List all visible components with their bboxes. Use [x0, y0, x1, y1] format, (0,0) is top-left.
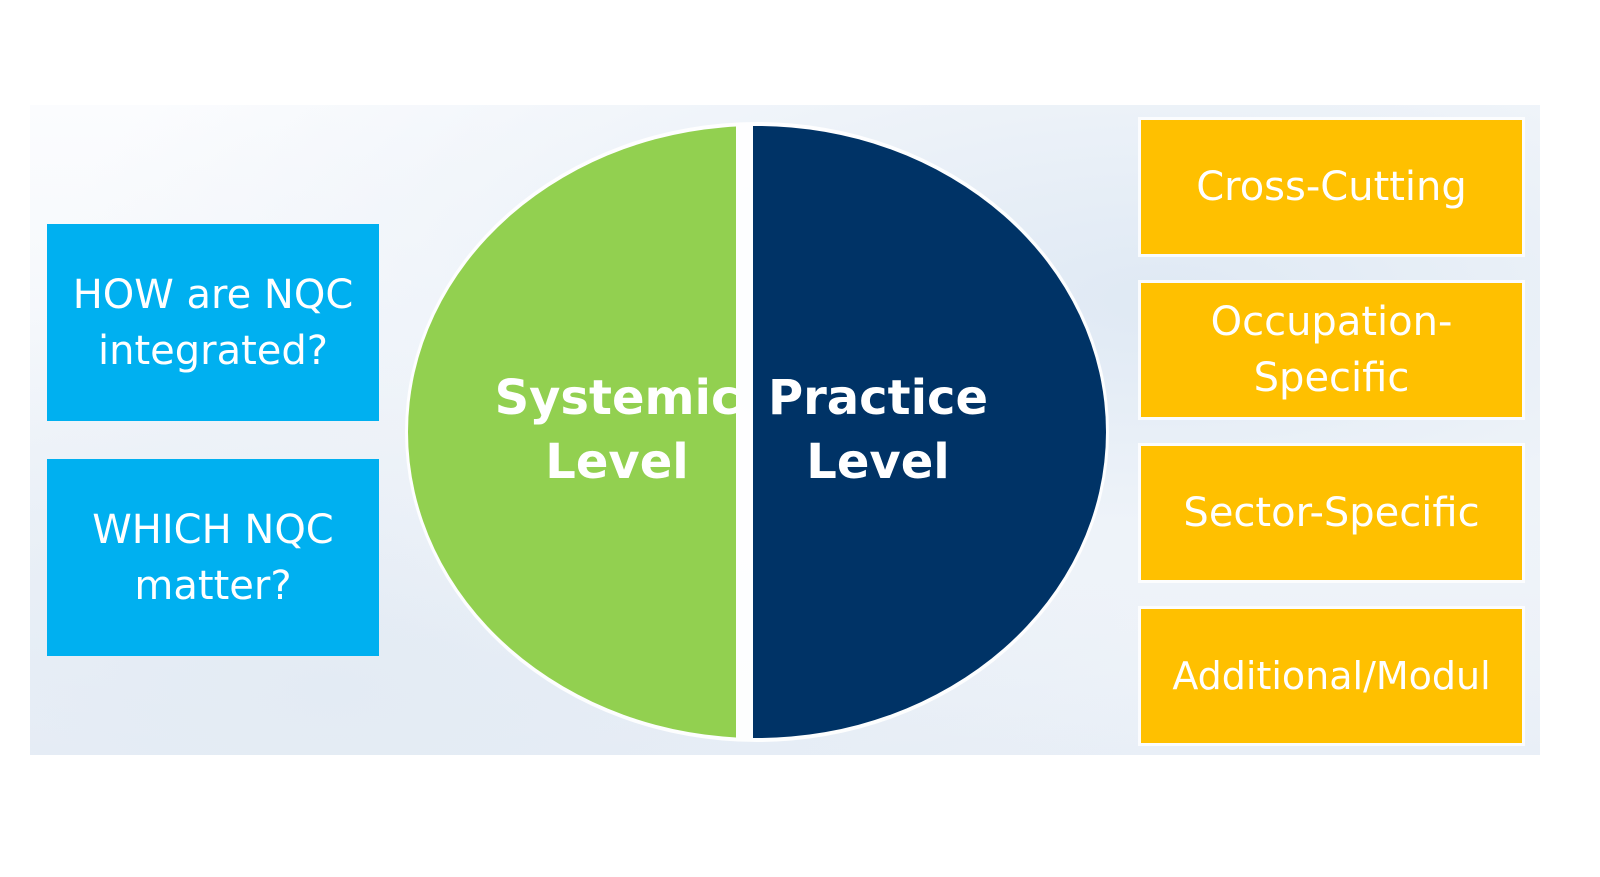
category-text: Occupation-Specific — [1210, 299, 1453, 401]
category-sector-specific: Sector-Specific — [1141, 446, 1522, 580]
question-text: WHICH NQC matter? — [92, 506, 334, 609]
question-box-which: WHICH NQC matter? — [47, 459, 379, 656]
category-text: Cross-Cutting — [1196, 164, 1467, 210]
category-text: Sector-Specific — [1183, 490, 1480, 536]
question-box-how: HOW are NQC integrated? — [47, 224, 379, 421]
category-occupation-specific: Occupation-Specific — [1141, 283, 1522, 417]
practice-half — [753, 126, 1106, 738]
category-text: Additional/Modul — [1172, 654, 1491, 698]
systemic-level-label: Systemic Level — [494, 370, 740, 490]
systemic-half — [408, 126, 736, 738]
category-additional-modul: Additional/Modul — [1141, 609, 1522, 743]
question-text: HOW are NQC integrated? — [72, 271, 354, 374]
category-cross-cutting: Cross-Cutting — [1141, 120, 1522, 254]
practice-level-label: Practice Level — [767, 370, 989, 490]
